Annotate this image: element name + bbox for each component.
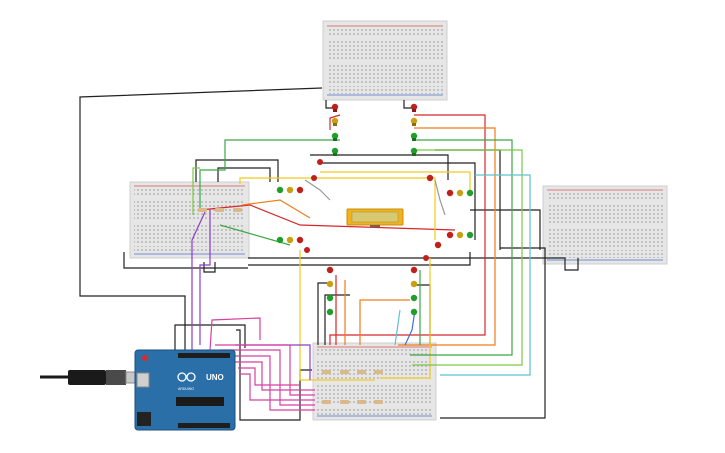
led-green[interactable]: [410, 147, 418, 156]
led-green[interactable]: [410, 308, 418, 316]
traffic-light-top-left: [331, 103, 339, 156]
breadboard-right[interactable]: [542, 185, 668, 265]
traffic-light-top-right: [410, 103, 418, 156]
led-red[interactable]: [426, 174, 434, 182]
led-red[interactable]: [311, 175, 317, 181]
led-green[interactable]: [276, 186, 284, 194]
arduino-logo-text: ARDUINO: [178, 387, 194, 391]
arduino-uno-board[interactable]: UNO ARDUINO: [134, 349, 236, 431]
led-red[interactable]: [446, 231, 454, 239]
center-red-leds: [304, 159, 429, 261]
resistor[interactable]: [322, 370, 331, 374]
led-red[interactable]: [296, 186, 304, 194]
led-red[interactable]: [326, 266, 334, 274]
resistor[interactable]: [322, 400, 331, 404]
led-red[interactable]: [423, 255, 429, 261]
resistor[interactable]: [357, 370, 366, 374]
led-red[interactable]: [331, 103, 339, 112]
led-green[interactable]: [410, 294, 418, 302]
resistor[interactable]: [340, 400, 349, 404]
led-yellow[interactable]: [410, 280, 418, 288]
resistor[interactable]: [340, 370, 349, 374]
ground-wires: [79, 87, 579, 421]
arduino-logo-icon: [177, 372, 196, 382]
led-green[interactable]: [466, 231, 474, 239]
breadboard-bottom[interactable]: [312, 342, 437, 421]
resistor[interactable]: [233, 208, 242, 212]
resistor[interactable]: [357, 400, 366, 404]
resistor[interactable]: [374, 400, 383, 404]
led-yellow[interactable]: [456, 189, 464, 197]
led-red[interactable]: [446, 189, 454, 197]
arduino-brand-label: UNO: [206, 373, 224, 382]
resistors: [198, 208, 383, 404]
led-yellow[interactable]: [326, 280, 334, 288]
signal-wires: [191, 114, 531, 411]
led-green[interactable]: [326, 294, 334, 302]
led-green[interactable]: [466, 189, 474, 197]
led-green[interactable]: [331, 132, 339, 141]
reset-button[interactable]: [142, 355, 148, 361]
led-yellow[interactable]: [286, 186, 294, 194]
digital-header[interactable]: [178, 353, 230, 358]
led-green[interactable]: [410, 132, 418, 141]
power-analog-header[interactable]: [178, 423, 230, 428]
traffic-light-middle-left: [276, 186, 304, 244]
led-yellow[interactable]: [286, 236, 294, 244]
led-red[interactable]: [410, 266, 418, 274]
resistor[interactable]: [215, 208, 224, 212]
led-yellow[interactable]: [331, 117, 339, 126]
led-red[interactable]: [304, 247, 310, 253]
breadboard-left[interactable]: [129, 181, 250, 259]
led-red[interactable]: [317, 159, 323, 165]
microcontroller-chip: [176, 397, 224, 406]
usb-cable[interactable]: [40, 370, 139, 385]
led-yellow[interactable]: [456, 231, 464, 239]
traffic-light-bottom-right: [410, 266, 418, 316]
traffic-light-middle-right: [426, 174, 474, 249]
led-green[interactable]: [331, 147, 339, 156]
resistor[interactable]: [374, 370, 383, 374]
led-green[interactable]: [326, 308, 334, 316]
led-red[interactable]: [410, 103, 418, 112]
led-red[interactable]: [296, 236, 304, 244]
resistor[interactable]: [198, 208, 207, 212]
led-red[interactable]: [434, 241, 442, 249]
traffic-light-bottom-left: [326, 266, 334, 316]
led-green[interactable]: [276, 236, 284, 244]
led-yellow[interactable]: [410, 117, 418, 126]
lcd-module[interactable]: [346, 208, 404, 227]
breadboard-top[interactable]: [322, 20, 448, 101]
